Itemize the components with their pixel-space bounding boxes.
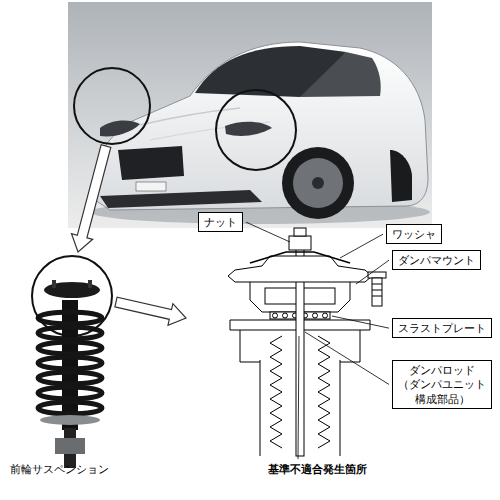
drawing-part xyxy=(74,68,150,144)
photo-caption: 前輪サスペンション xyxy=(10,462,109,477)
drawing-part xyxy=(62,300,78,430)
drawing-part xyxy=(300,52,381,97)
car-photo xyxy=(68,2,432,228)
leader-line xyxy=(332,316,389,328)
leader-lines xyxy=(246,222,389,459)
leader-line xyxy=(246,222,290,242)
coil-turn xyxy=(38,387,102,399)
drawing-part xyxy=(312,177,324,189)
mount-drawing xyxy=(228,228,386,456)
pointer-arrow xyxy=(72,145,111,252)
coil-turn xyxy=(38,372,102,384)
drawing-part xyxy=(88,280,92,288)
drawing-part xyxy=(55,438,85,454)
part-name: ダンパロッド （ダンパユニット 構成部品） xyxy=(398,363,486,406)
suspension-photo xyxy=(32,256,112,468)
coil-turn xyxy=(38,402,102,414)
coil-turn xyxy=(38,312,102,324)
drawing-part xyxy=(250,252,350,263)
leader-line xyxy=(305,332,389,384)
coil-turn xyxy=(38,342,102,354)
drawing-part xyxy=(140,108,240,125)
part-label-box: ワッシャ xyxy=(386,224,442,244)
drawing-part xyxy=(52,280,56,288)
part-name: ワッシャ xyxy=(392,227,436,241)
bearing-ball xyxy=(283,313,288,318)
drawing-part xyxy=(68,2,432,228)
drawing-part xyxy=(390,150,412,202)
drawing-part xyxy=(293,158,343,208)
drawing-part xyxy=(372,290,382,291)
leader-line xyxy=(356,260,389,284)
drawing-part xyxy=(282,147,354,219)
part-label-box: ナット xyxy=(198,212,243,232)
drawing-part xyxy=(100,190,262,208)
drawing-part xyxy=(289,236,311,250)
part-name: ダンパマウント xyxy=(398,253,475,267)
bearing-ball xyxy=(323,313,328,318)
drawing-part xyxy=(372,284,382,285)
part-name: スラストプレート xyxy=(398,321,486,335)
pointer-arrow xyxy=(115,297,186,325)
drawing-part xyxy=(118,146,184,180)
coil-turn xyxy=(38,357,102,369)
defect-location-note: 基準不適合発生箇所 xyxy=(268,462,367,477)
drawing-part xyxy=(372,296,382,297)
part-name: ナット xyxy=(204,215,237,229)
bearing-ball xyxy=(313,313,318,318)
drawing-part xyxy=(260,360,261,456)
drawing-part xyxy=(100,121,140,137)
bearing-ball xyxy=(273,313,278,318)
leader-line xyxy=(298,336,299,459)
drawing-part xyxy=(294,228,306,236)
drawing-part xyxy=(225,122,272,136)
drawing-part xyxy=(240,330,241,362)
drawing-part xyxy=(340,360,341,456)
part-label-box: ダンパマウント xyxy=(392,250,481,270)
drawing-part xyxy=(372,278,382,306)
drawing-part xyxy=(136,182,166,191)
part-label-box: ダンパロッド （ダンパユニット 構成部品） xyxy=(392,360,492,409)
drawing-part xyxy=(228,256,372,282)
drawing-part xyxy=(40,415,100,425)
part-label-box: スラストプレート xyxy=(392,318,492,338)
leader-line xyxy=(340,234,383,258)
drawing-part xyxy=(360,330,361,362)
drawing-part xyxy=(216,90,296,170)
drawing-part xyxy=(32,256,112,336)
